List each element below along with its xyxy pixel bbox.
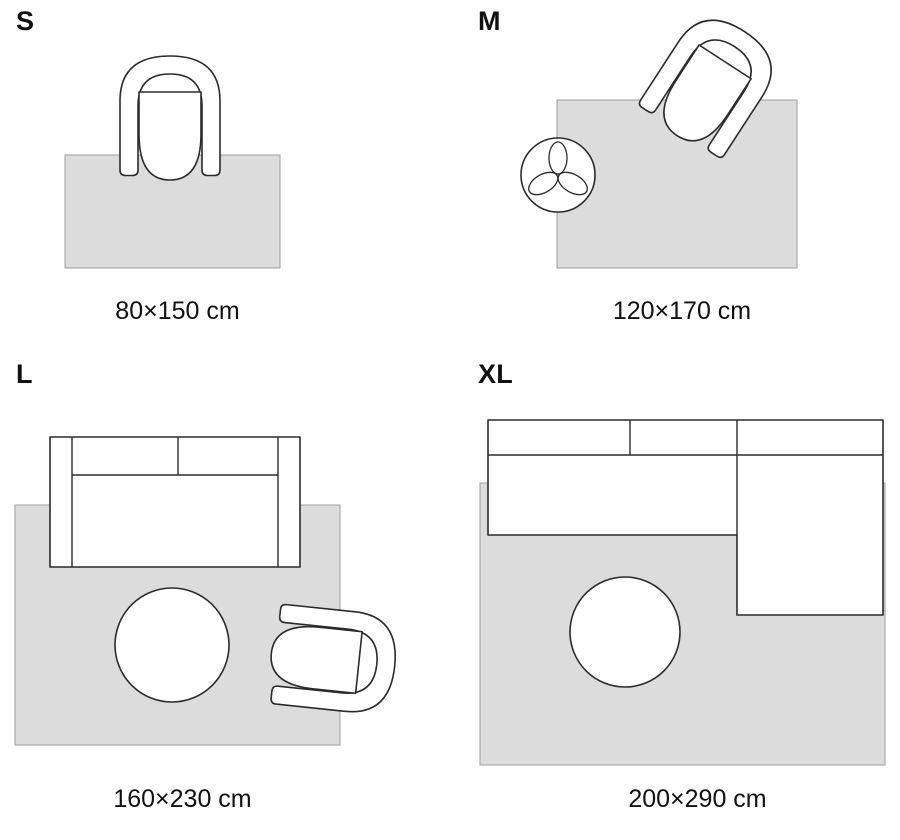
size-label-l: L <box>16 359 33 389</box>
size-label-s: S <box>16 6 35 36</box>
dimension-label-m: 120×170 cm <box>612 297 752 325</box>
dimension-label-s: 80×150 cm <box>115 297 240 325</box>
sectional-sofa-icon <box>487 419 884 616</box>
size-card-xl: XL 200×290 cm <box>450 345 900 840</box>
sofa-body <box>49 436 301 568</box>
sofa-icon <box>49 436 301 568</box>
coffee-table-icon <box>569 576 681 688</box>
diagram-m <box>520 3 798 269</box>
dimension-label-xl: 200×290 cm <box>628 785 767 813</box>
coffee-table-icon <box>114 587 230 703</box>
size-label-xl: XL <box>478 359 514 389</box>
rug-shape <box>64 154 281 269</box>
dimension-label-l: 160×230 cm <box>113 785 252 813</box>
sectional-body <box>487 419 884 616</box>
size-card-l: L 160×230 cm <box>0 345 450 840</box>
armchair-icon <box>119 55 221 181</box>
diagram-s <box>64 55 281 269</box>
plant-icon <box>520 137 596 213</box>
plant-leaves <box>528 141 588 196</box>
size-label-m: M <box>478 6 501 36</box>
armchair-icon <box>265 602 401 717</box>
diagram-l <box>14 436 401 746</box>
size-card-m: M 120×170 cm <box>450 0 900 345</box>
diagram-xl <box>479 419 886 766</box>
size-card-s: S 80×150 cm <box>0 0 450 345</box>
